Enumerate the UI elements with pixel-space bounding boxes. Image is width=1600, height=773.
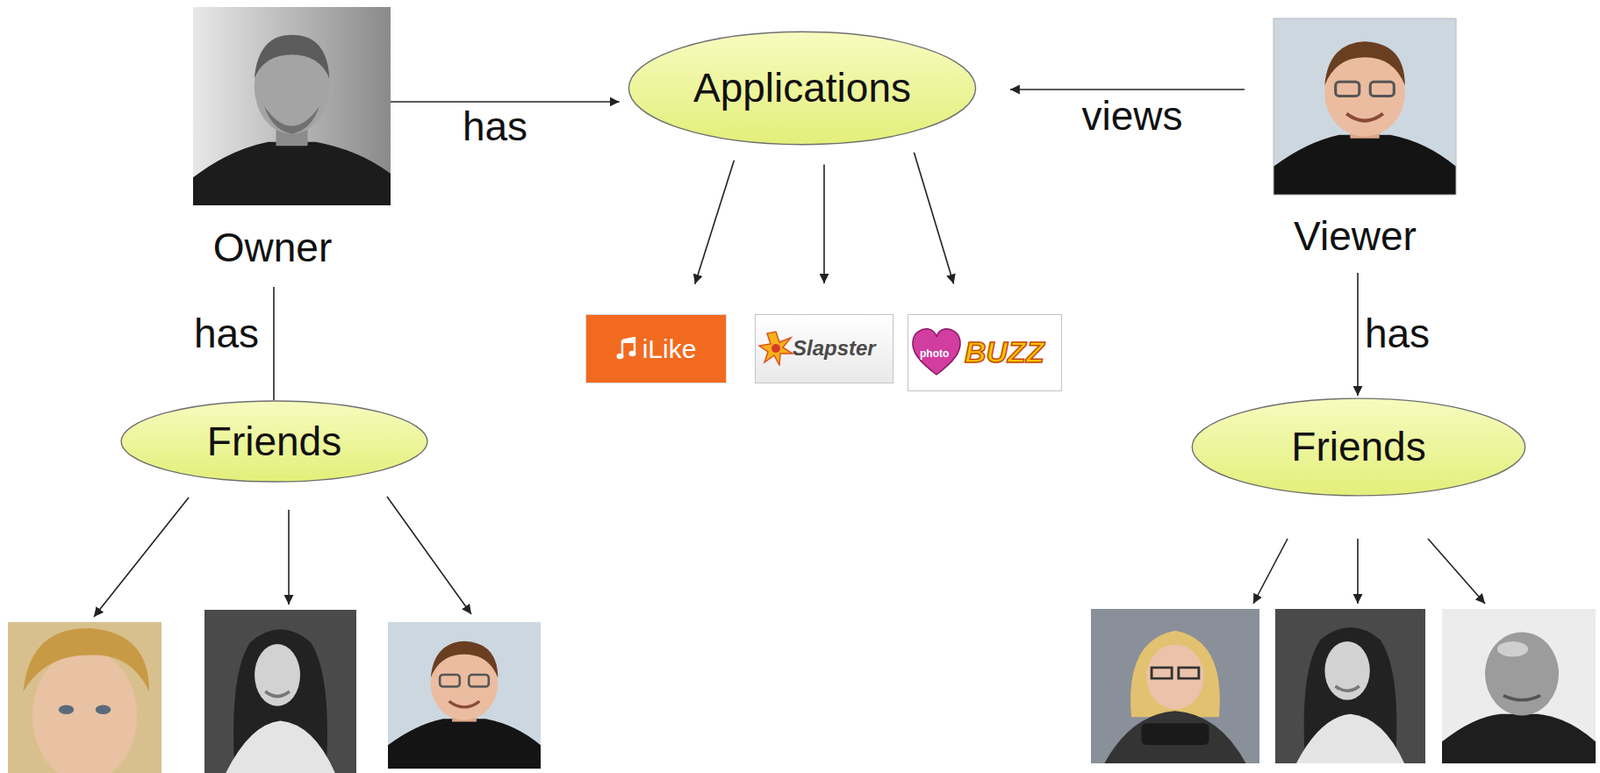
logo-text: photo [919,348,949,359]
group-label: Applications [693,65,912,111]
photo-frame [1273,18,1457,195]
logo-text: BUZZ [964,336,1045,369]
edge-label: views [1079,93,1184,139]
app-logo: iLike [585,314,727,384]
role-label: Viewer [1293,213,1417,260]
edge-label: has [460,103,530,150]
person-node: Owner [193,7,391,272]
group-label: Friends [207,419,342,465]
app-logo: Slapster [754,314,894,384]
logo-text: iLike [642,334,697,364]
person-node: Viewer [1273,18,1457,260]
owner-photo [193,7,391,206]
friend-photo [7,622,162,773]
connector [823,165,826,285]
group-ellipse: Applications [626,30,978,146]
group-ellipse: Friends [1190,397,1528,497]
connector [695,160,735,285]
app-logo: photo BUZZ [907,314,1062,392]
starburst-icon [758,330,794,366]
edge-label: has [1363,310,1432,357]
logo-text: Slapster [792,337,876,360]
friend-photo [1090,609,1260,764]
edge-label-box: has [460,106,530,147]
friend-arrows [93,496,1486,618]
edge-label: has [192,310,261,357]
friend-photo [1275,609,1426,764]
group-ellipse: Friends [119,400,430,483]
role-label: Owner [213,224,332,272]
connector [913,152,954,285]
connector [390,100,620,103]
edge-label-box: views [1079,95,1184,137]
connector [272,286,275,401]
friend-photo [1442,609,1596,764]
note-icon [616,337,638,362]
edge-label-box: has [192,313,261,354]
edge-label-box: has [1363,313,1432,354]
group-label: Friends [1291,424,1426,470]
connector [1356,272,1359,396]
connector [1010,88,1245,91]
viewer-photo [1273,18,1457,195]
friend-photo [204,609,357,773]
friend-photo [387,622,541,769]
